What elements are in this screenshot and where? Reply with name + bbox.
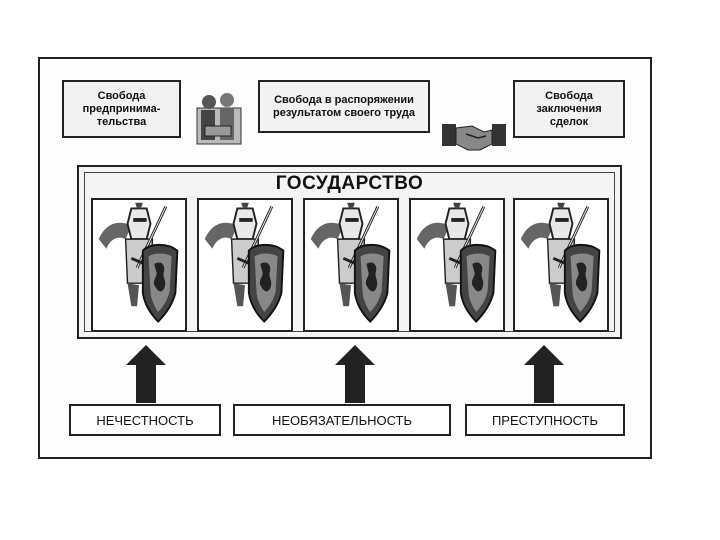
people-icon <box>195 88 243 146</box>
top-box-deals: Свобода заключения сделок <box>513 80 625 138</box>
knight-with-shield-icon <box>305 200 397 330</box>
handshake-icon <box>440 116 508 156</box>
top-box-labor-results: Свобода в распоряжении результатом своег… <box>258 80 430 133</box>
top-box-entrepreneurship: Свобода предпринима- тельства <box>62 80 181 138</box>
knight-panel-2 <box>197 198 293 332</box>
bottom-box-irresponsibility-label: НЕОБЯЗАТЕЛЬНОСТЬ <box>272 413 412 428</box>
up-arrow-icon <box>524 345 564 408</box>
up-arrow-icon <box>126 345 166 408</box>
knight-panel-5 <box>513 198 609 332</box>
up-arrow-icon <box>335 345 375 408</box>
top-box-entrepreneurship-label: Свобода предпринима- тельства <box>78 90 166 129</box>
bottom-box-crime: ПРЕСТУПНОСТЬ <box>465 404 625 436</box>
knight-with-shield-icon <box>93 200 185 330</box>
bottom-box-crime-label: ПРЕСТУПНОСТЬ <box>492 413 598 428</box>
knight-panel-4 <box>409 198 505 332</box>
top-box-labor-results-label: Свобода в распоряжении результатом своег… <box>264 94 424 120</box>
bottom-box-dishonesty: НЕЧЕСТНОСТЬ <box>69 404 221 436</box>
knight-with-shield-icon <box>199 200 291 330</box>
state-title: ГОСУДАРСТВО <box>79 173 620 195</box>
knight-panel-3 <box>303 198 399 332</box>
knight-panel-1 <box>91 198 187 332</box>
bottom-box-dishonesty-label: НЕЧЕСТНОСТЬ <box>96 413 193 428</box>
knight-with-shield-icon <box>515 200 607 330</box>
top-box-deals-label: Свобода заключения сделок <box>527 90 611 129</box>
bottom-box-irresponsibility: НЕОБЯЗАТЕЛЬНОСТЬ <box>233 404 451 436</box>
knight-with-shield-icon <box>411 200 503 330</box>
